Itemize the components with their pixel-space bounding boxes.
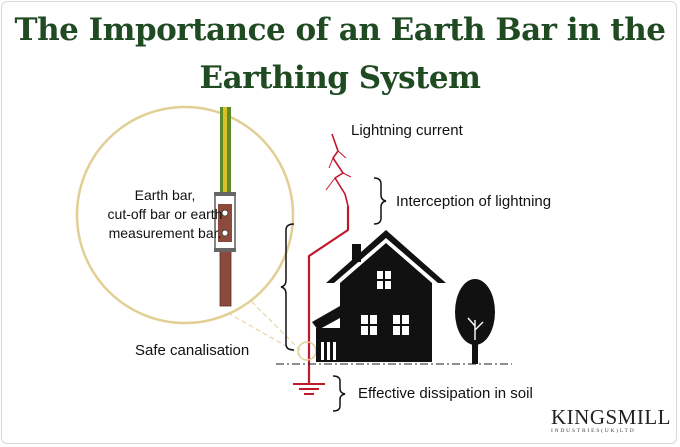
bracket-canalisation <box>280 223 295 351</box>
lightning-branches <box>325 150 352 191</box>
logo-sub-text: INDUSTRIES(UK)LTD <box>551 428 636 434</box>
logo-main-text: KINGSMILL <box>551 405 671 429</box>
title-line-1: The Importance of an Earth Bar in the <box>14 12 666 48</box>
label-dissipation: Effective dissipation in soil <box>358 385 533 402</box>
zoom-connector-line <box>245 295 301 351</box>
house-windows <box>321 271 409 360</box>
caption-line-3: measurement bar. <box>108 225 222 241</box>
caption-line-1: Earth bar, <box>134 187 196 203</box>
lightning-bolt <box>331 133 349 207</box>
bracket-dissipation <box>332 375 346 412</box>
caption-line-2: cut-off bar or earth <box>107 206 223 222</box>
house-icon <box>312 230 446 362</box>
down-conductor <box>307 206 350 384</box>
title-line-2: Earthing System <box>199 60 481 96</box>
kingsmill-logo: KINGSMILL INDUSTRIES(UK)LTD <box>551 406 671 435</box>
label-interception: Interception of lightning <box>396 193 552 210</box>
bracket-interception <box>373 177 387 225</box>
label-lightning-current: Lightning current <box>351 122 463 139</box>
earth-bar-location-marker <box>297 341 317 361</box>
earth-bar-caption: Earth bar, cut-off bar or earth measurem… <box>105 186 225 243</box>
label-safe-canalisation: Safe canalisation <box>135 342 250 359</box>
zoom-circle <box>75 105 295 325</box>
tree-icon <box>455 279 495 364</box>
